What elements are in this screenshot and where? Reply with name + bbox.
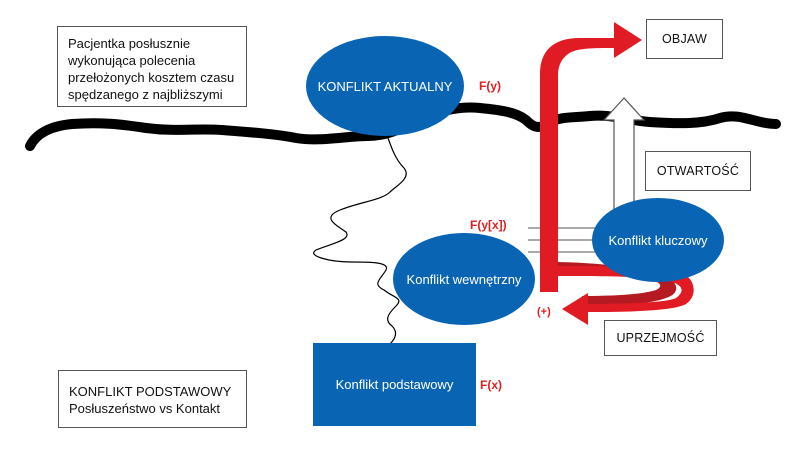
openness-tag: OTWARTOŚĆ xyxy=(645,151,751,191)
case-note-line: przełożonych kosztem czasu xyxy=(68,70,235,85)
fyx-label: F(y[x]) xyxy=(470,218,507,232)
basic-conflict-subtitle: Posłuszeństwo vs Kontakt xyxy=(69,401,221,416)
fx-label: F(x) xyxy=(480,378,502,392)
symptom-arrow xyxy=(540,22,642,292)
case-note-box: Pacjentka posłusznie wykonująca poleceni… xyxy=(57,26,247,107)
case-note-line: Pacjentka posłusznie xyxy=(68,36,191,51)
basic-conflict-box: KONFLIKT PODSTAWOWY Posłuszeństwo vs Kon… xyxy=(58,370,247,428)
connector-line xyxy=(313,131,407,345)
basic-conflict-title: KONFLIKT PODSTAWOWY xyxy=(69,384,232,399)
fy-label: F(y) xyxy=(479,79,501,93)
inner-conflict-ellipse xyxy=(393,233,535,325)
key-conflict-ellipse xyxy=(592,198,724,282)
courtesy-tag: UPRZEJMOŚĆ xyxy=(604,320,717,356)
actual-conflict-ellipse xyxy=(306,36,464,136)
case-note-line: spędzanego z najbliższymi xyxy=(68,87,223,102)
plus-label: (+) xyxy=(537,306,551,318)
symptom-tag: OBJAW xyxy=(646,19,723,59)
courtesy-arrow xyxy=(548,266,694,325)
case-note-line: wykonująca polecenia xyxy=(68,53,196,68)
basic-conflict-rect xyxy=(313,343,476,426)
